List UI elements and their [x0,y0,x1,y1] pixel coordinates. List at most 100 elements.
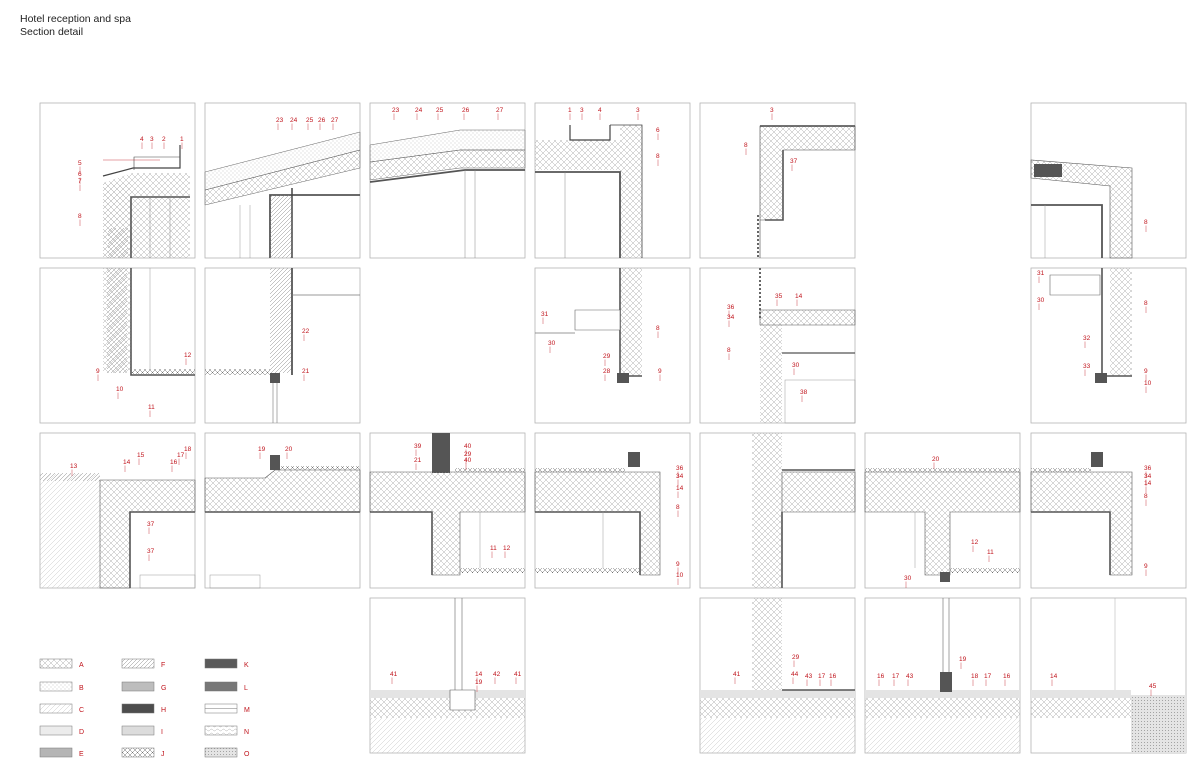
legend-swatch-c [39,703,73,714]
callout-r4c6-4: 18 [971,673,979,680]
panel-r3c3 [369,432,526,589]
legend-swatch-g [121,681,155,692]
panel-r4c6 [864,597,1021,754]
callout-r3c6-0: 20 [932,456,940,463]
legend-label-g: G [161,685,166,692]
callout-r4c5-4: 17 [818,673,826,680]
callout-r2c4-4: 28 [603,368,611,375]
drawing-title: Hotel reception and spa [20,13,131,25]
callout-r2c7-6: 10 [1144,380,1152,387]
callout-r4c5-5: 16 [829,673,837,680]
callout-r1c7-0: 8 [1144,219,1148,226]
callout-r1c1-3: 4 [140,136,144,143]
legend-swatch-d [39,725,73,736]
callout-r3c4-5: 10 [676,572,684,579]
panel-r2c5 [699,267,856,424]
callout-r4c6-0: 16 [877,673,885,680]
legend-swatch-a [39,658,73,669]
panel-r3c4 [534,432,691,589]
callout-r4c5-1: 29 [792,654,800,661]
callout-r1c2-1: 24 [290,117,298,124]
callout-r3c3-1: 40 [464,443,472,450]
legend-label-j: J [161,751,165,758]
callout-r3c7-4: 9 [1144,563,1148,570]
callout-r2c7-5: 9 [1144,368,1148,375]
callout-r3c2-0: 19 [258,446,266,453]
callout-r2c1-2: 11 [148,404,155,411]
legend-swatch-l [204,681,238,692]
panel-r3c5 [699,432,856,589]
callout-r2c1-3: 12 [184,352,192,359]
callout-r1c2-4: 27 [331,117,339,124]
panel-r2c1 [39,267,196,424]
callout-r1c5-0: 3 [770,107,774,114]
callout-r3c3-6: 12 [503,545,511,552]
drawing-subtitle: Section detail [20,26,84,38]
callout-r2c1-1: 10 [116,386,124,393]
callout-r3c2-1: 20 [285,446,293,453]
callout-r2c7-3: 32 [1083,335,1091,342]
callout-r4c6-5: 17 [984,673,992,680]
legend-label-i: I [161,729,163,736]
callout-r3c3-2: 29 [464,451,472,458]
legend-swatch-e [39,747,73,758]
callout-r4c6-3: 19 [959,656,967,663]
callout-r3c3-4: 40 [464,457,472,464]
callout-r2c4-2: 8 [656,325,660,332]
legend-label-n: N [244,729,249,736]
panel-r3c6 [864,432,1021,589]
legend-label-a: A [79,662,84,669]
legend-label-c: C [79,707,84,714]
panel-r1c4 [534,102,691,259]
callout-r1c1-5: 6 [78,171,82,178]
legend-label-l: L [244,685,248,692]
legend-swatch-k [204,658,238,669]
panel-r3c2 [204,432,361,589]
legend-label-m: M [244,707,250,714]
callout-r3c3-3: 21 [414,457,422,464]
legend-swatch-n [204,725,238,736]
legend-swatch-m [204,703,238,714]
panel-r4c5 [699,597,856,754]
callout-r1c1-0: 1 [180,136,184,143]
callout-r4c6-2: 43 [906,673,914,680]
callout-r3c7-3: 8 [1144,493,1148,500]
callout-r3c7-2: 14 [1144,480,1152,487]
callout-r2c4-1: 30 [548,340,556,347]
panel-r1c5 [699,102,856,259]
panel-r1c3 [369,102,526,259]
callout-r1c5-1: 8 [744,142,748,149]
callout-r3c4-1: 34 [676,473,684,480]
legend-label-h: H [161,707,166,714]
callout-r2c5-1: 34 [727,314,735,321]
legend-col-2: F G H I J [121,658,166,758]
callout-r3c1-7: 37 [147,548,155,555]
legend-col-3: K L M N O [204,658,250,758]
callout-r3c4-2: 14 [676,485,684,492]
callout-r3c1-3: 16 [170,459,178,466]
callout-r2c4-5: 9 [658,368,662,375]
panel-r4c7 [1030,597,1187,754]
legend-label-d: D [79,729,84,736]
callout-r3c1-0: 13 [70,463,78,470]
callout-r1c2-2: 25 [306,117,314,124]
callout-r3c1-6: 37 [147,521,155,528]
panel-r2c7 [1030,267,1187,424]
callout-r2c2-0: 22 [302,328,310,335]
callout-r2c1-0: 9 [96,368,100,375]
callout-r1c3-2: 25 [436,107,444,114]
callout-r4c7-0: 14 [1050,673,1058,680]
panel-r2c4 [534,267,691,424]
callout-r4c6-6: 16 [1003,673,1011,680]
callout-r3c6-2: 11 [987,549,994,556]
callout-r2c2-1: 21 [302,368,310,375]
callout-r1c4-4: 6 [656,127,660,134]
callout-r4c7-1: 45 [1149,683,1157,690]
legend-col-1: A B C D E [39,658,84,758]
callout-r1c4-0: 1 [568,107,572,114]
callout-r4c3-2: 19 [475,679,483,686]
callout-r1c3-0: 23 [392,107,400,114]
callout-r4c5-2: 44 [791,671,799,678]
callout-r3c7-1: 34 [1144,473,1152,480]
